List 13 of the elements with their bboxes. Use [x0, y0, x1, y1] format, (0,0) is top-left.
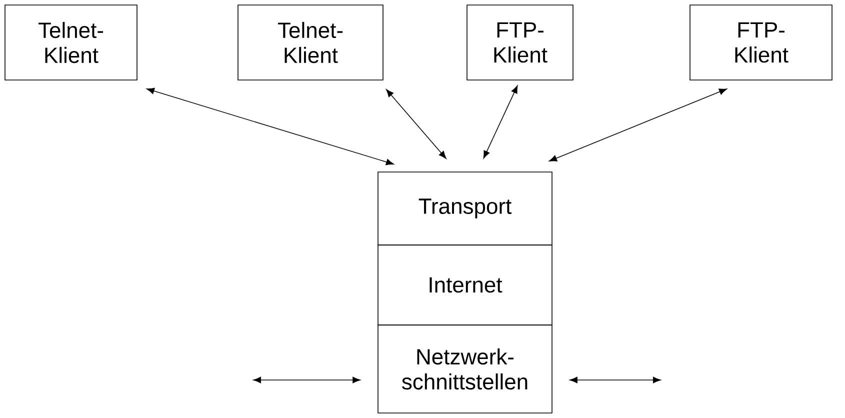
- layer-box: Netzwerk- schnittstellen: [378, 324, 552, 414]
- client-box: FTP- Klient: [690, 4, 832, 80]
- arrow: [146, 88, 394, 166]
- arrow: [483, 85, 518, 159]
- arrow: [253, 376, 360, 384]
- arrow: [570, 376, 661, 384]
- layer-box: Transport: [378, 172, 552, 246]
- client-box: Telnet- Klient: [238, 4, 384, 80]
- client-box: FTP- Klient: [466, 4, 574, 80]
- client-box: Telnet- Klient: [4, 4, 138, 80]
- arrow: [386, 89, 446, 159]
- arrow: [549, 88, 727, 162]
- layer-box: Internet: [378, 244, 552, 326]
